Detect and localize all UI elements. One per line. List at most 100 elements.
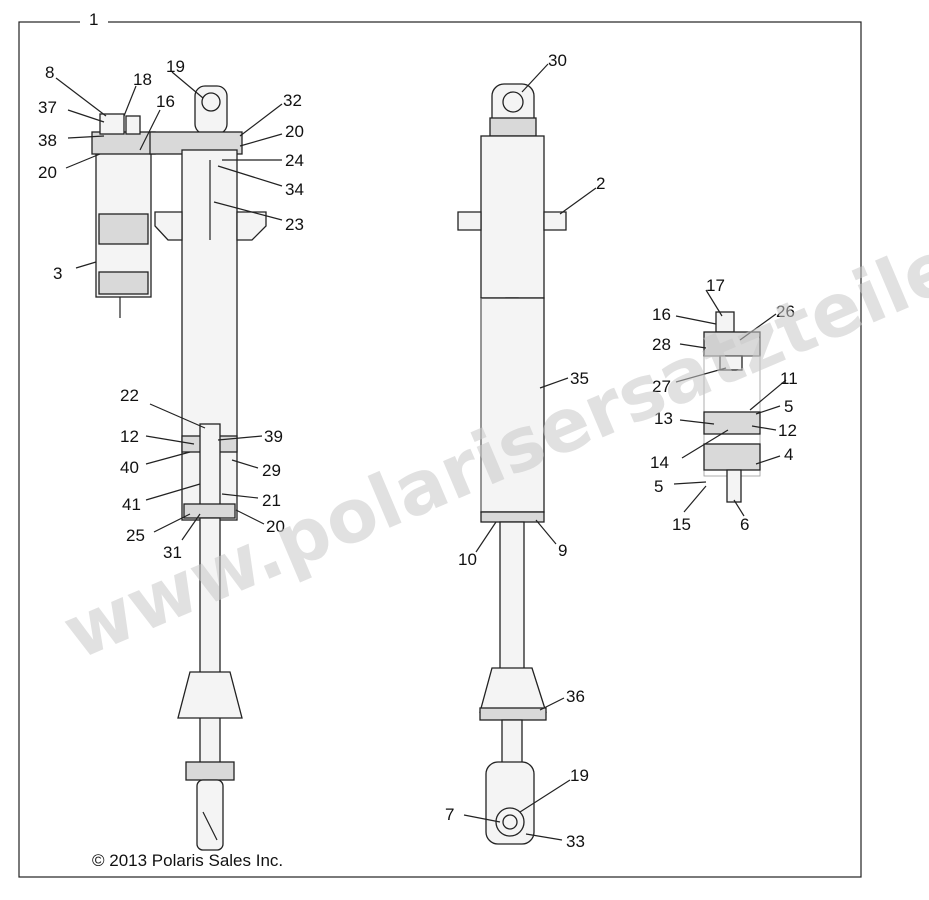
mid-top-bearing: [502, 91, 524, 113]
copyright-notice: © 2013 Polaris Sales Inc.: [92, 851, 283, 870]
callout-27: 27: [652, 377, 671, 396]
callout-23: 23: [285, 215, 304, 234]
callout-labels: 8 18 19 16 37 38 20 3 32 20 24 34 23 22 …: [38, 51, 798, 851]
callout-36: 36: [566, 687, 585, 706]
leader-6: [733, 499, 745, 517]
leader-19b: [519, 779, 571, 813]
r-end-cap: [703, 443, 761, 471]
callout-4: 4: [784, 445, 793, 464]
leader-4: [755, 455, 781, 465]
callout-29: 29: [262, 461, 281, 480]
leader-38: [67, 135, 105, 139]
right-reservoir-exploded: [703, 311, 761, 503]
spring-seat-left: [154, 211, 183, 241]
leader-20c: [235, 509, 265, 525]
leader-40: [145, 451, 191, 465]
callout-38: 38: [38, 131, 57, 150]
leader-22: [149, 403, 206, 429]
leader-lines: [55, 63, 787, 841]
callout-41: 41: [122, 495, 141, 514]
adjuster-knob: [99, 113, 125, 135]
leader-16b: [675, 315, 717, 325]
leader-23: [213, 201, 283, 221]
top-eye-bearing: [201, 92, 221, 112]
callout-33: 33: [566, 832, 585, 851]
callout-31: 31: [163, 543, 182, 562]
callout-5-bottom: 5: [654, 477, 663, 496]
r-piston: [703, 411, 761, 435]
callout-32: 32: [283, 91, 302, 110]
leader-31: [181, 513, 201, 541]
leader-33: [525, 833, 563, 841]
leader-9: [535, 519, 557, 545]
lower-spring-seat: [185, 761, 235, 781]
leader-10: [475, 521, 497, 553]
leader-35: [539, 377, 569, 389]
callout-2: 2: [596, 174, 605, 193]
callout-30: 30: [548, 51, 567, 70]
callout-5-top: 5: [784, 397, 793, 416]
leader-3: [75, 261, 97, 269]
callout-18: 18: [133, 70, 152, 89]
mid-mount-left: [457, 211, 482, 231]
reservoir-piston: [98, 213, 149, 245]
callout-6: 6: [740, 515, 749, 534]
leader-36: [539, 697, 565, 711]
callout-8: 8: [45, 63, 54, 82]
callout-20-right: 20: [285, 122, 304, 141]
callout-16-right: 16: [652, 305, 671, 324]
leader-5a: [755, 405, 781, 415]
callout-35: 35: [570, 369, 589, 388]
callout-20-left: 20: [38, 163, 57, 182]
callout-14: 14: [650, 453, 669, 472]
callout-34: 34: [285, 180, 304, 199]
callout-40: 40: [120, 458, 139, 477]
leader-20b: [239, 133, 283, 147]
leader-20a: [65, 153, 101, 169]
leader-8: [55, 77, 107, 117]
leader-34: [217, 165, 283, 187]
leader-12b: [751, 425, 777, 431]
callout-19-mid: 19: [570, 766, 589, 785]
leader-26: [739, 313, 777, 341]
callout-20-bottom: 20: [266, 517, 285, 536]
lower-eye: [196, 779, 224, 851]
mid-lower-bore: [502, 814, 518, 830]
mid-reservoir-section: [480, 135, 545, 299]
callout-12-right: 12: [778, 421, 797, 440]
reservoir-cap: [98, 271, 149, 295]
leader-17: [705, 289, 723, 317]
leader-19: [171, 71, 204, 99]
mid-bump-stop: [479, 667, 547, 713]
callout-13: 13: [654, 409, 673, 428]
leader-37: [67, 109, 105, 123]
mid-bump-plate: [479, 707, 547, 721]
diagram-border: [18, 21, 862, 878]
border-gap: [80, 12, 108, 30]
leader-41: [145, 483, 201, 501]
leader-18: [123, 85, 137, 117]
callout-19: 19: [166, 57, 185, 76]
callout-25: 25: [126, 526, 145, 545]
seal-head: [183, 503, 236, 519]
leader-25: [153, 513, 191, 533]
leader-21: [221, 493, 259, 499]
callout-10: 10: [458, 550, 477, 569]
mid-shaft: [499, 521, 525, 671]
bump-stop: [177, 671, 243, 719]
r-stem: [726, 469, 742, 503]
reservoir-head: [91, 131, 156, 155]
leader-29: [231, 459, 259, 469]
leader-32: [239, 103, 283, 137]
callout-21: 21: [262, 491, 281, 510]
mid-body-tube: [480, 297, 545, 513]
callout-7: 7: [445, 805, 454, 824]
piston-stack: [199, 423, 221, 517]
leader-27: [675, 367, 727, 383]
mid-mount-right: [543, 211, 567, 231]
leader-7: [463, 814, 501, 823]
left-shock-cutaway: [91, 85, 267, 851]
spring-seat-right: [236, 211, 267, 241]
callout-37: 37: [38, 98, 57, 117]
